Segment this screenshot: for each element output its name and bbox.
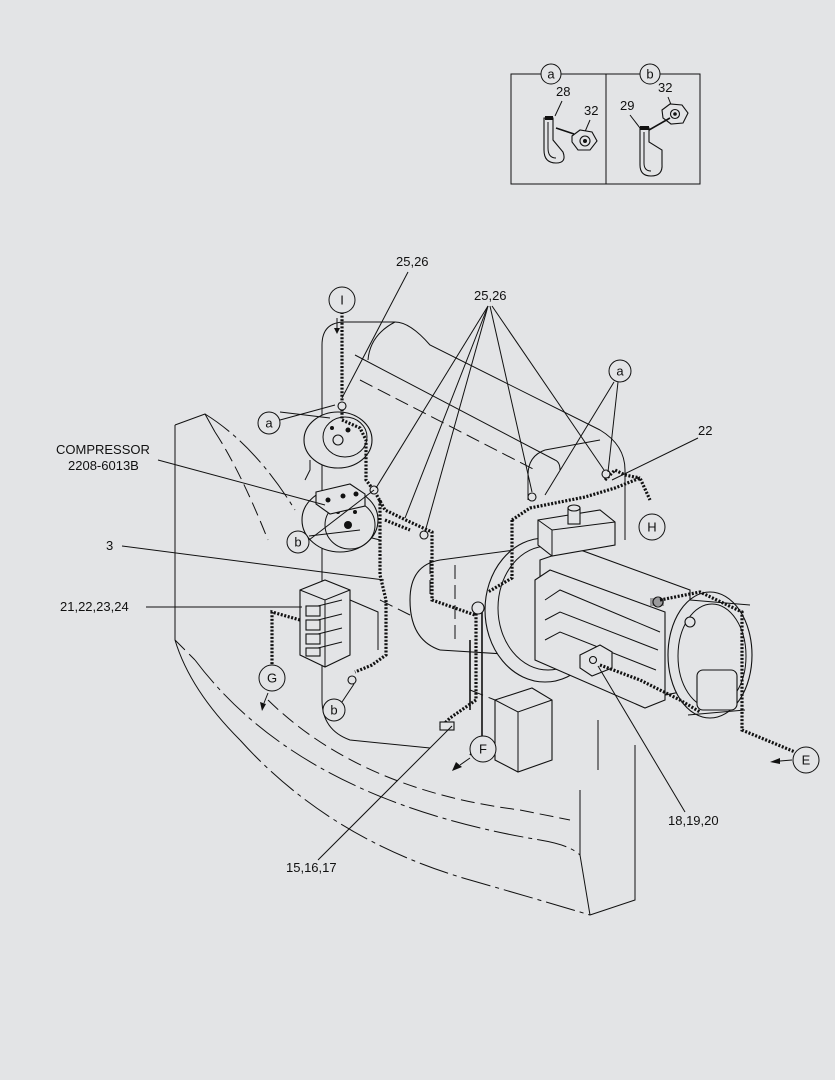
callout-25-26-top-left: 25,26 <box>396 254 429 269</box>
compressor <box>301 411 379 553</box>
valve-bank <box>299 579 379 668</box>
ref-circle-a-right: a <box>544 359 632 496</box>
ref-circle-a-left: a <box>257 404 336 435</box>
detail-a-tag: a <box>547 67 555 82</box>
nut-32-icon <box>555 127 598 151</box>
callouts: 25,26 25,26 22 COMPRESSOR 2208-6013B 3 2… <box>56 254 719 875</box>
ref-circle-H: H <box>638 513 666 541</box>
callout-25-26-top-center: 25,26 <box>474 288 507 303</box>
cylinder-assembly <box>409 504 753 719</box>
machine-frame <box>174 413 636 916</box>
callout-3: 3 <box>106 538 113 553</box>
detail-b-tag: b <box>646 67 653 82</box>
detail-b-part-nut: 32 <box>658 80 672 95</box>
detail-inset: a 28 32 b 32 29 <box>510 63 701 185</box>
ref-circle-E: E <box>770 746 820 774</box>
ref-circle-F: F <box>452 735 497 771</box>
detail-a-part-clip: 28 <box>556 84 570 99</box>
svg-text:G: G <box>267 671 277 686</box>
lower-box <box>469 687 553 773</box>
svg-text:b: b <box>330 703 337 718</box>
callout-18-20: 18,19,20 <box>668 813 719 828</box>
svg-text:E: E <box>802 753 811 768</box>
compressor-title: COMPRESSOR <box>56 442 150 457</box>
clip-29-icon <box>639 127 663 177</box>
svg-text:a: a <box>616 364 624 379</box>
svg-text:F: F <box>479 742 487 757</box>
clip-28-icon <box>543 117 565 164</box>
svg-text:I: I <box>340 293 344 308</box>
ref-circle-G: G <box>258 664 286 711</box>
callout-22: 22 <box>698 423 712 438</box>
detail-view-b: b 32 29 <box>620 63 689 177</box>
tank-body <box>321 321 626 749</box>
svg-text:H: H <box>647 520 656 535</box>
callout-15-17: 15,16,17 <box>286 860 337 875</box>
ref-circle-b-lower: b <box>322 683 355 722</box>
callout-21-24: 21,22,23,24 <box>60 599 129 614</box>
compressor-part-number: 2208-6013B <box>68 458 139 473</box>
svg-text:b: b <box>294 535 301 550</box>
hoses <box>270 312 796 756</box>
detail-view-a: a 28 32 <box>540 63 598 164</box>
detail-a-part-nut: 32 <box>584 103 598 118</box>
svg-text:a: a <box>265 416 273 431</box>
circled-references: I a a b b <box>257 286 820 774</box>
detail-b-part-clip: 29 <box>620 98 634 113</box>
ref-circle-I: I <box>328 286 356 334</box>
ref-circle-b-upper: b <box>286 489 375 554</box>
